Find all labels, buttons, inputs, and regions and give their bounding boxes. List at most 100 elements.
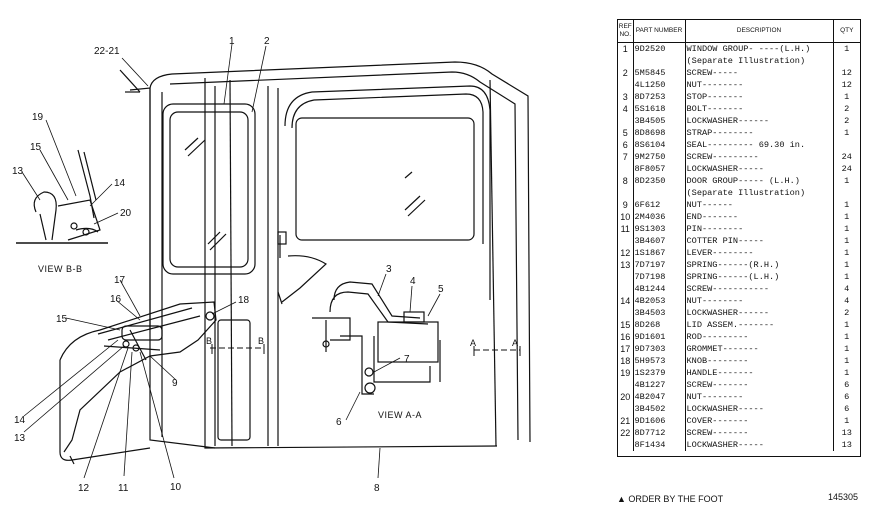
cell-qty: 1 [844,368,850,378]
cell-qty: 4 [844,284,850,294]
latch-assembly [312,281,441,395]
cab-door-exploded-view: 1 2 3 4 5 6 7 8 9 10 11 12 13 14 15 16 1… [12,36,531,494]
cell-part: 8S6104 [633,139,686,151]
cell-part: 8D8698 [633,127,686,139]
cell-ref: 20 [618,391,634,403]
parts-diagram-svg [16,43,531,479]
cell-qty: 13 [841,440,852,450]
cell-qty [833,55,860,67]
cell-desc: PIN-------- [685,223,834,235]
diagram-text-layer: 1 2 3 4 5 6 7 8 9 10 11 12 13 14 15 16 1… [12,36,518,494]
cell-qty: 1 [844,332,850,342]
cell-part: 8F8057 [633,163,686,175]
cell-qty: 1 [844,260,850,270]
cell-desc: LID ASSEM.------- [685,319,834,331]
cell-part: 9M2750 [633,151,686,163]
cell-desc: SPRING------(R.H.) [685,259,834,271]
cell-part: 2M4036 [633,211,686,223]
cell-ref: 7 [618,151,634,163]
cell-ref: 4 [618,103,634,115]
cab-frame [119,61,531,449]
cell-ref [618,187,634,199]
cell-desc: SEAL--------- 69.30 in. [685,139,834,151]
cell-qty: 1 [844,272,850,282]
table-row: (Separate Illustration) [618,187,860,199]
cell-qty: 1 [844,320,850,330]
cell-part: 7D7197 [633,259,686,271]
side-window [162,103,256,275]
cell-qty [833,187,860,199]
cell-qty: 1 [844,92,850,102]
cell-desc: SCREW------- [685,427,834,439]
cell-desc: KNOB-------- [685,355,834,367]
cell-desc: NUT-------- [685,79,834,91]
callout-3: 3 [386,264,392,275]
callout-18: 18 [238,295,250,306]
cell-desc: STRAP-------- [685,127,834,139]
callout-12: 12 [78,483,90,494]
cell-part: 9D1606 [633,415,686,427]
cell-ref: 15 [618,319,634,331]
cell-ref: 16 [618,331,634,343]
cell-desc: (Separate Illustration) [685,187,834,199]
cell-desc: GROMMET------- [685,343,834,355]
cell-part: 4L1250 [633,79,686,91]
cell-part: 4B2047 [633,391,686,403]
cell-ref: 2 [618,67,634,79]
callout-16: 16 [110,294,122,305]
callout-7: 7 [404,354,410,365]
cell-desc: SCREW------- [685,379,834,391]
callout-20: 20 [120,208,132,219]
callout-2: 2 [264,36,270,47]
cell-ref: 3 [618,91,634,103]
header-qty: QTY [833,20,860,43]
cell-ref [618,115,634,127]
cell-qty: 6 [844,392,850,402]
cell-part: 7D7198 [633,271,686,283]
cell-qty: 1 [844,224,850,234]
cell-desc: LOCKWASHER------ [685,115,834,127]
cell-desc: ROD--------- [685,331,834,343]
cell-desc: NUT-------- [685,391,834,403]
cell-ref [618,307,634,319]
cell-part: 3B4502 [633,403,686,415]
cell-ref [618,403,634,415]
cell-desc: (Separate Illustration) [685,55,834,67]
callout-4: 4 [410,276,416,287]
callout-11: 11 [118,483,129,494]
cell-qty: 1 [844,176,850,186]
cell-desc: NUT------ [685,199,834,211]
cell-ref: 11 [618,223,634,235]
cell-qty: 12 [841,68,852,78]
cell-part: 9D1601 [633,331,686,343]
cell-ref: 19 [618,367,634,379]
cell-qty: 12 [841,80,852,90]
cell-part: 4B1244 [633,283,686,295]
cell-part: 5M5845 [633,67,686,79]
cell-qty: 24 [841,164,852,174]
view-bb-label: VIEW B-B [38,264,83,274]
cell-qty: 24 [841,152,852,162]
cell-desc: COVER------- [685,415,834,427]
illustration-number: 145305 [828,492,859,502]
cell-ref: 9 [618,199,634,211]
cell-part: 8D7253 [633,91,686,103]
cell-part: 9D7303 [633,343,686,355]
